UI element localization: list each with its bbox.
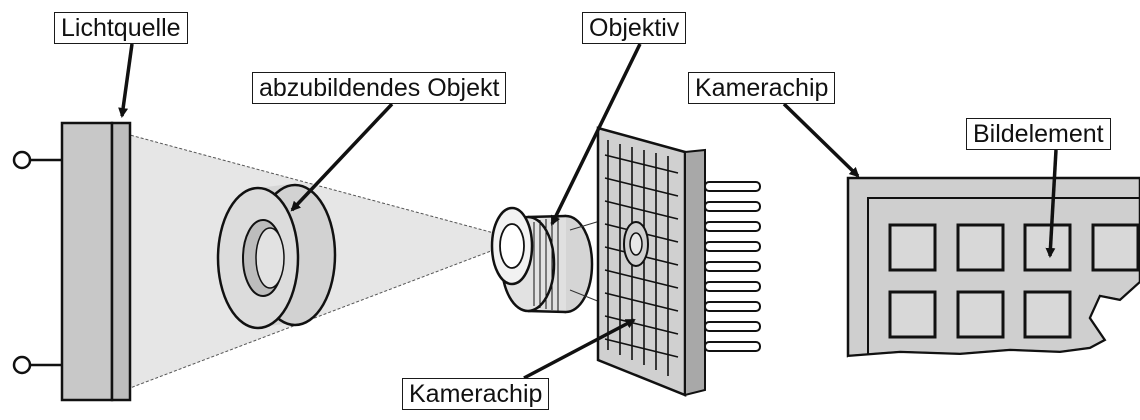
object-ring: [216, 183, 337, 330]
light-source: [12, 121, 132, 402]
arrow-lichtquelle: [118, 43, 134, 118]
label-bildelement: Bildelement: [966, 118, 1111, 150]
arrow-bildelement: [1045, 149, 1058, 258]
arrow-kamerachip-detail: [782, 102, 860, 178]
label-kamerachip-detail: Kamerachip: [688, 72, 836, 104]
arrow-objektiv: [550, 43, 642, 226]
label-abzubildendes-objekt: abzubildendes Objekt: [252, 72, 507, 104]
label-kamerachip: Kamerachip: [402, 378, 550, 410]
label-objektiv: Objektiv: [582, 12, 687, 44]
arrow-kamerachip: [523, 318, 636, 380]
arrow-objekt: [290, 102, 394, 212]
lens: [490, 206, 594, 314]
label-lichtquelle: Lichtquelle: [54, 12, 188, 44]
camera-chip: [596, 126, 761, 397]
chip-detail: [846, 176, 1140, 415]
